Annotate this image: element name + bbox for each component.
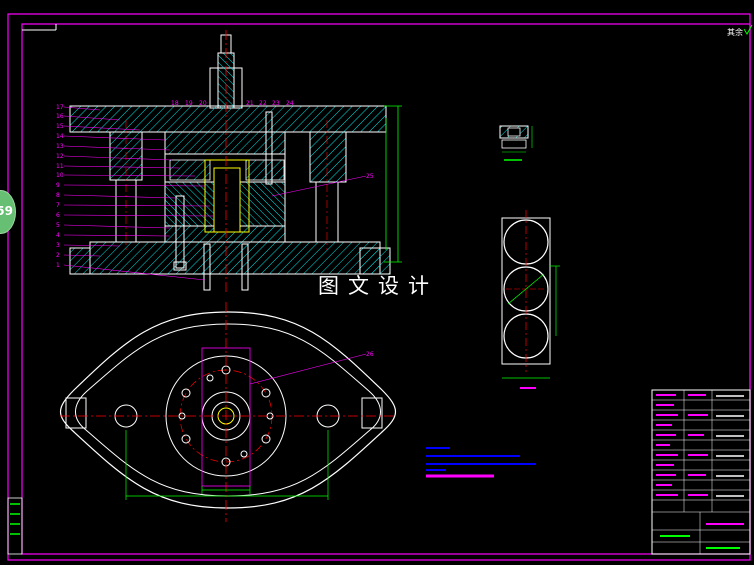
die-plan-view: 26 bbox=[59, 302, 397, 522]
roughness-label: 其余 bbox=[727, 27, 743, 37]
part-detail-small bbox=[499, 125, 533, 161]
callout-26: 26 bbox=[366, 351, 374, 358]
callout-1: 1 bbox=[56, 262, 60, 269]
die-section-view bbox=[69, 30, 402, 295]
callout-12: 12 bbox=[56, 153, 64, 160]
callout-18: 18 bbox=[171, 100, 179, 107]
callout-3: 3 bbox=[56, 242, 60, 249]
callout-23: 23 bbox=[272, 100, 280, 107]
callout-5: 5 bbox=[56, 222, 60, 229]
callout-21: 21 bbox=[246, 100, 254, 107]
callout-15: 15 bbox=[56, 123, 64, 130]
callout-20: 20 bbox=[199, 100, 207, 107]
callout-19: 19 bbox=[185, 100, 193, 107]
callout-6: 6 bbox=[56, 212, 60, 219]
callout-24: 24 bbox=[286, 100, 294, 107]
revision-block bbox=[7, 497, 23, 555]
callout-2: 2 bbox=[56, 252, 60, 259]
roughness-note: 其余 bbox=[727, 24, 753, 37]
callout-4: 4 bbox=[56, 232, 60, 239]
technical-notes bbox=[426, 447, 536, 478]
callout-22: 22 bbox=[259, 100, 267, 107]
callout-11: 11 bbox=[56, 163, 64, 170]
drawing-frame bbox=[7, 13, 751, 561]
callout-10: 10 bbox=[56, 172, 64, 179]
callout-7: 7 bbox=[56, 202, 60, 209]
title-block bbox=[651, 389, 751, 555]
callout-8: 8 bbox=[56, 192, 60, 199]
roughness-symbol-icon bbox=[743, 24, 753, 35]
callouts-top: 18 19 20 21 22 23 24 25 bbox=[171, 100, 374, 197]
page-number: 59 bbox=[0, 204, 13, 218]
watermark-text: 图文设计 bbox=[318, 274, 438, 298]
callout-13: 13 bbox=[56, 143, 64, 150]
callout-9: 9 bbox=[56, 182, 60, 189]
strip-layout bbox=[501, 210, 560, 389]
callout-17: 17 bbox=[56, 104, 64, 111]
callouts-left: 17 16 15 14 13 12 11 10 9 8 7 6 5 4 3 2 … bbox=[56, 104, 215, 281]
callout-14: 14 bbox=[56, 133, 64, 140]
callout-16: 16 bbox=[56, 113, 64, 120]
callout-25: 25 bbox=[366, 173, 374, 180]
